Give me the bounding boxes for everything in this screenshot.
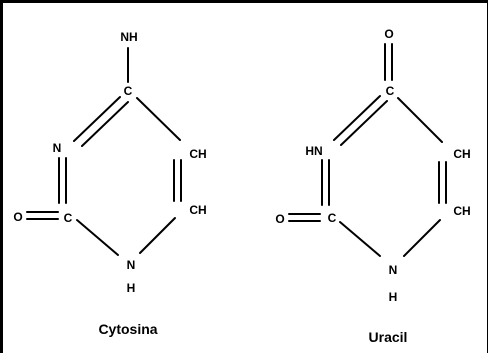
cytosine-nh-h: H (127, 281, 136, 295)
uracil-o-top: O (384, 27, 393, 41)
cytosine-bonds (26, 47, 182, 256)
uracil-nh-h: H (389, 290, 398, 304)
cytosine-bond-ch-nh (139, 217, 176, 254)
uracil-bonds (288, 43, 447, 257)
cytosine-carbonyl-o: O (13, 210, 22, 224)
cytosine-bond-c-ch (136, 97, 181, 141)
cytosine-ch-upper: CH (189, 147, 206, 161)
cytosine-nh-top: NH (120, 30, 137, 44)
uracil-carbonyl-c: C (328, 211, 337, 225)
uracil-bond-c-ch (397, 97, 443, 143)
cytosine-label: Cytosina (98, 321, 157, 337)
uracil-ch-upper: CH (453, 147, 470, 161)
cytosine-ch-lower: CH (189, 203, 206, 217)
uracil-bond-c-hn-1 (333, 95, 381, 141)
cytosine-nh-n: N (127, 258, 136, 272)
cytosine-bond-c-n-2 (81, 101, 129, 147)
cytosine-bond-c-n-1 (73, 96, 121, 142)
cytosine-structure: NH C N CH CH O C N H Cytosina (13, 30, 206, 337)
uracil-bond-ch-nh (403, 219, 441, 257)
uracil-ch-lower: CH (453, 204, 470, 218)
cytosine-c-top: C (124, 84, 133, 98)
uracil-hn-left: HN (305, 144, 322, 158)
uracil-c-top: C (386, 84, 395, 98)
cytosine-carbonyl-c: C (64, 211, 73, 225)
uracil-structure: O C HN CH CH O C N H Uracil (275, 27, 470, 345)
uracil-nh-n: N (389, 263, 398, 277)
uracil-bond-c-nh (339, 221, 381, 257)
uracil-bond-c-hn-2 (340, 100, 388, 146)
cytosine-bond-c-nh (76, 219, 119, 256)
uracil-carbonyl-o: O (275, 212, 284, 226)
cytosine-n-left: N (53, 141, 62, 155)
uracil-label: Uracil (369, 329, 408, 345)
